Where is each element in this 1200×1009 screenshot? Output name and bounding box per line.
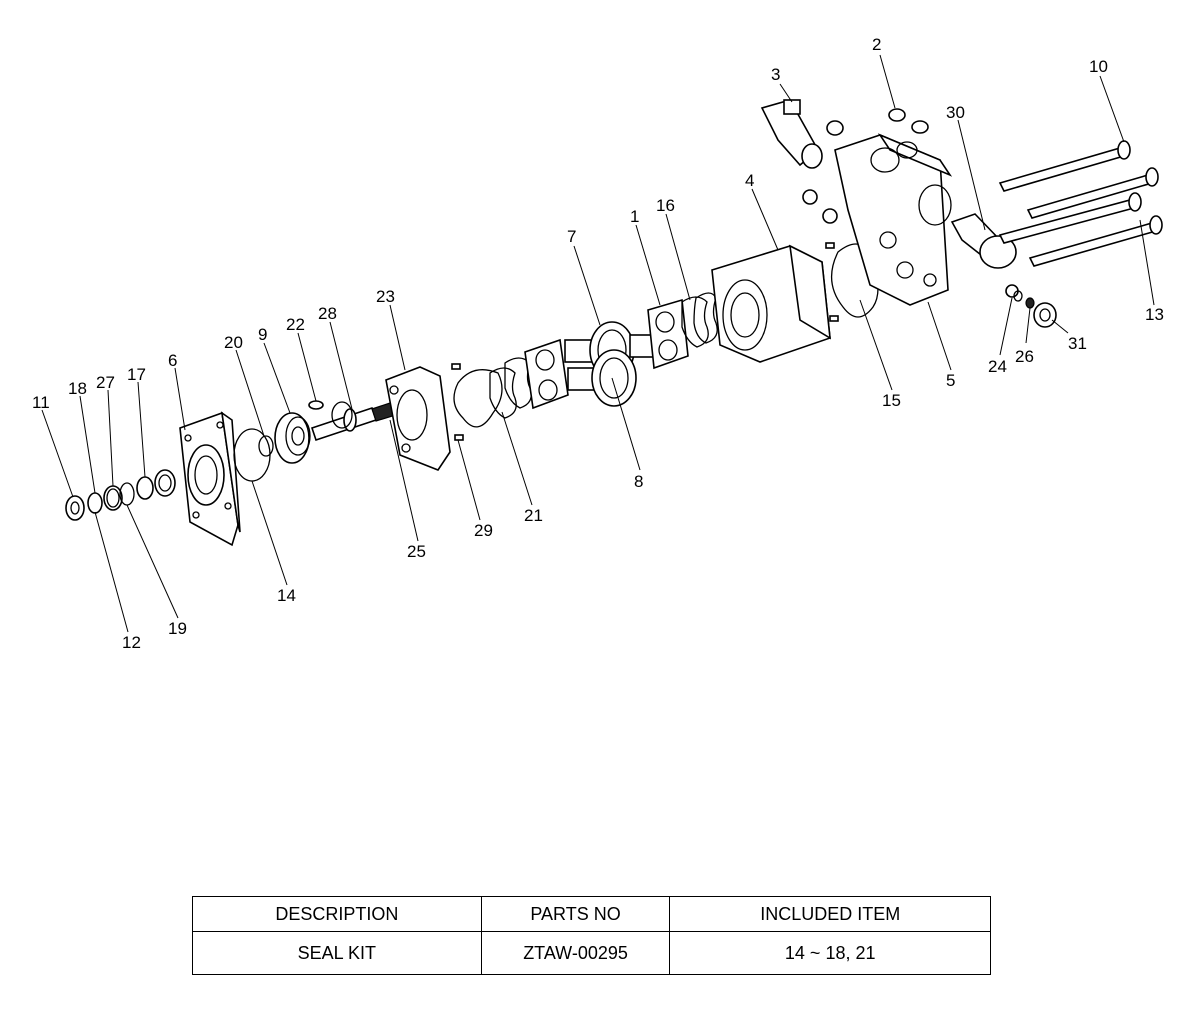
header-included-item: INCLUDED ITEM	[669, 896, 991, 932]
header-description: DESCRIPTION	[192, 896, 482, 932]
ring-shaft	[331, 401, 353, 429]
plug-2	[802, 108, 929, 224]
cell-included-item: 14 ~ 18, 21	[669, 931, 991, 975]
callout-2: 2	[872, 35, 881, 54]
callout-14: 14	[277, 586, 296, 605]
gear-housing-4	[711, 244, 831, 363]
parts-table-header: DESCRIPTION PARTS NO INCLUDED ITEM	[192, 896, 991, 932]
gasket-16	[681, 292, 718, 348]
callout-18: 18	[68, 379, 87, 398]
callout-13: 13	[1145, 305, 1164, 324]
callout-24: 24	[988, 357, 1007, 376]
seal-27	[136, 476, 154, 500]
pin-29a	[451, 363, 461, 370]
cell-parts-no: ZTAW-00295	[480, 931, 671, 975]
valve-body-5	[834, 133, 953, 306]
washer-12	[87, 492, 103, 514]
callout-21: 21	[524, 506, 543, 525]
relief-valve-30	[950, 213, 1017, 269]
callout-20: 20	[224, 333, 243, 352]
callout-5: 5	[946, 371, 955, 390]
driven-gear-8	[567, 349, 637, 407]
cell-description: SEAL KIT	[192, 931, 482, 975]
table-row: SEAL KIT ZTAW-00295 14 ~ 18, 21	[192, 931, 991, 975]
ring-20	[258, 435, 274, 457]
bolts-10-13	[998, 140, 1163, 267]
pin-b	[829, 315, 839, 322]
header-parts-no: PARTS NO	[480, 896, 671, 932]
solenoid-valve-3	[760, 99, 823, 169]
nut-11	[65, 495, 85, 521]
gasket-21	[453, 357, 532, 428]
callout-4: 4	[745, 171, 754, 190]
pin-29b	[454, 434, 464, 441]
callout-6: 6	[168, 351, 177, 370]
callout-19: 19	[168, 619, 187, 638]
callout-15: 15	[882, 391, 901, 410]
callout-26: 26	[1015, 347, 1034, 366]
callout-3: 3	[771, 65, 780, 84]
callout-31: 31	[1068, 334, 1087, 353]
seal-17	[154, 469, 176, 497]
callout-17: 17	[127, 365, 146, 384]
callout-1: 1	[630, 207, 639, 226]
callout-27: 27	[96, 373, 115, 392]
parts-table: DESCRIPTION PARTS NO INCLUDED ITEM SEAL …	[192, 896, 991, 975]
callout-7: 7	[567, 227, 576, 246]
key-22	[308, 400, 324, 410]
bearing-9	[274, 412, 311, 464]
callout-22: 22	[286, 315, 305, 334]
callout-10: 10	[1089, 57, 1108, 76]
flange-23	[385, 366, 451, 471]
fitting-31	[1033, 302, 1057, 328]
callout-29: 29	[474, 521, 493, 540]
callout-23: 23	[376, 287, 395, 306]
pin-a	[825, 242, 835, 249]
callout-8: 8	[634, 472, 643, 491]
front-cover-6	[179, 411, 241, 547]
callout-16: 16	[656, 196, 675, 215]
ring-18	[103, 485, 123, 511]
callout-11: 11	[32, 393, 50, 412]
callout-9: 9	[258, 325, 267, 344]
callout-12: 12	[122, 633, 141, 652]
callout-25: 25	[407, 542, 426, 561]
oring-26	[1025, 297, 1035, 309]
bushing-block	[524, 338, 569, 410]
bushing-1	[647, 298, 689, 370]
fitting-24	[1005, 284, 1023, 302]
callout-30: 30	[946, 103, 965, 122]
callout-28: 28	[318, 304, 337, 323]
